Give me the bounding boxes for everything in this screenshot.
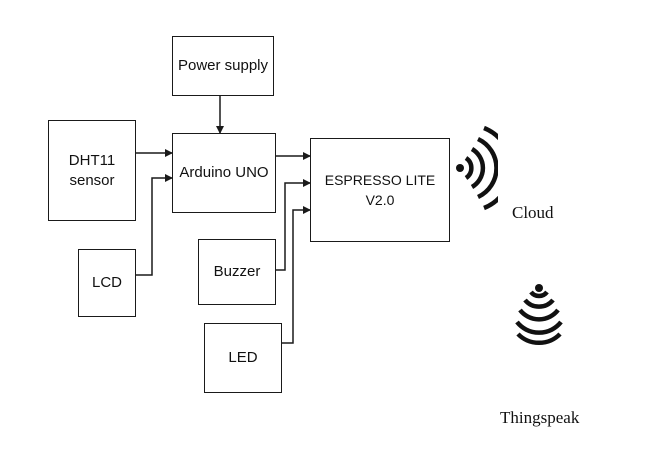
arduino-uno-block: Arduino UNO	[172, 133, 276, 213]
power-supply-block: Power supply	[172, 36, 274, 96]
wifi-receive-icon	[515, 284, 563, 345]
wifi-signal-icon	[456, 125, 498, 211]
espresso-lite-block: ESPRESSO LITE V2.0	[310, 138, 450, 242]
buzzer-block: Buzzer	[198, 239, 276, 305]
cloud-label: Cloud	[512, 203, 554, 222]
arrow-lcd-to-arduino	[136, 174, 173, 276]
arrow-led-to-espresso	[282, 206, 311, 344]
dht11-sensor-block: DHT11 sensor	[48, 120, 136, 221]
led-block: LED	[204, 323, 282, 393]
lcd-block: LCD	[78, 249, 136, 317]
arrow-buzzer-to-espresso	[276, 179, 311, 271]
thingspeak-label: Thingspeak	[500, 408, 580, 427]
